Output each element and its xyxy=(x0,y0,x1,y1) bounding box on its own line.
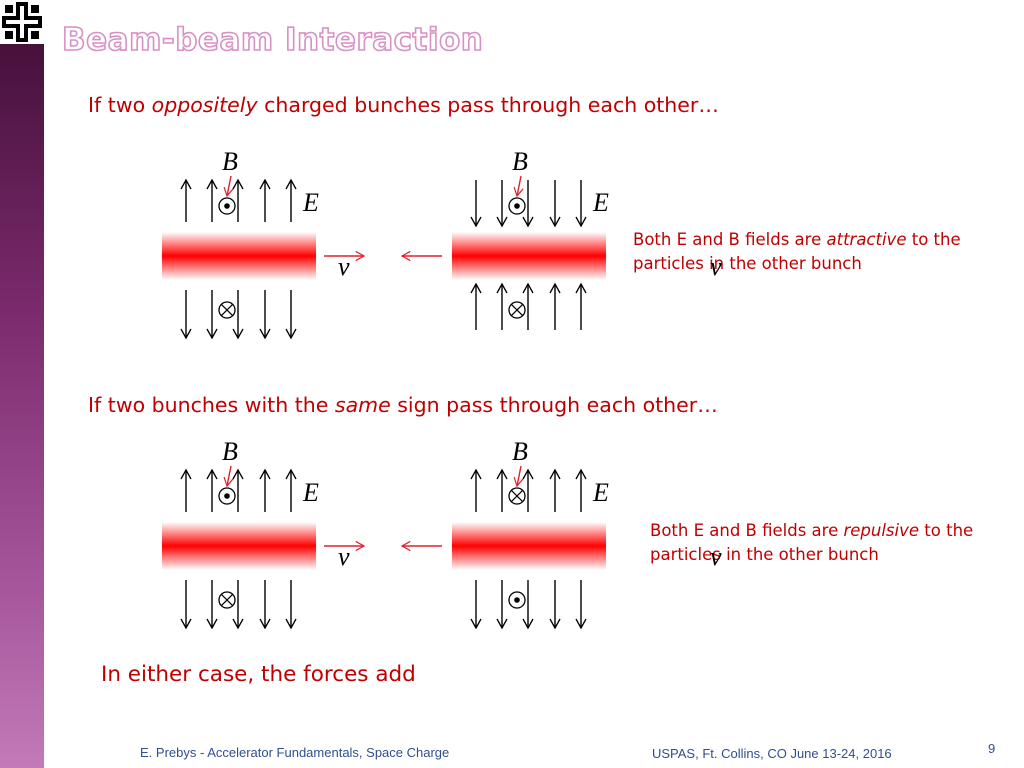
b-label: B xyxy=(222,437,238,466)
bunch-panel-4: B Ev xyxy=(400,437,722,630)
e-label: E xyxy=(302,188,319,217)
section1-note: Both E and B fields are attractive to th… xyxy=(633,230,961,273)
cross-into-page xyxy=(510,489,524,503)
b-pointer-arrow xyxy=(223,175,234,198)
v-label: v xyxy=(710,252,722,281)
b-label: B xyxy=(512,147,528,176)
cross-into-page xyxy=(510,303,524,317)
dot-out-of-page xyxy=(514,597,520,603)
bunch-panel-3: B Ev xyxy=(162,437,366,630)
bunch-panel-2: B Ev xyxy=(400,147,722,330)
sidebar-band xyxy=(0,0,44,768)
b-pointer-arrow xyxy=(513,175,524,198)
slide-title: Beam-beam Interaction xyxy=(61,21,484,59)
v-label: v xyxy=(710,542,722,571)
particle-bunch xyxy=(452,522,606,570)
v-label: v xyxy=(338,542,350,571)
b-label: B xyxy=(512,437,528,466)
e-label: E xyxy=(592,188,609,217)
dot-out-of-page xyxy=(514,203,520,209)
b-pointer-arrow xyxy=(513,465,524,488)
conclusion-text: In either case, the forces add xyxy=(101,662,416,687)
fermilab-logo xyxy=(0,0,44,44)
bunch-panel-1: B Ev xyxy=(162,147,366,340)
section2-heading: If two bunches with the same sign pass t… xyxy=(88,393,718,417)
footer-right: USPAS, Ft. Collins, CO June 13-24, 2016 xyxy=(652,746,892,761)
section1-heading: If two oppositely charged bunches pass t… xyxy=(88,93,719,117)
particle-bunch xyxy=(162,232,316,280)
e-label: E xyxy=(592,478,609,507)
b-pointer-arrow xyxy=(223,465,234,488)
page-number: 9 xyxy=(988,741,996,756)
dot-out-of-page xyxy=(224,203,230,209)
b-label: B xyxy=(222,147,238,176)
particle-bunch xyxy=(162,522,316,570)
cross-into-page xyxy=(220,303,234,317)
particle-bunch xyxy=(452,232,606,280)
footer-left: E. Prebys - Accelerator Fundamentals, Sp… xyxy=(140,745,450,760)
dot-out-of-page xyxy=(224,493,230,499)
section2-note: Both E and B fields are repulsive to the… xyxy=(650,521,974,564)
cross-into-page xyxy=(220,593,234,607)
v-label: v xyxy=(338,252,350,281)
e-label: E xyxy=(302,478,319,507)
